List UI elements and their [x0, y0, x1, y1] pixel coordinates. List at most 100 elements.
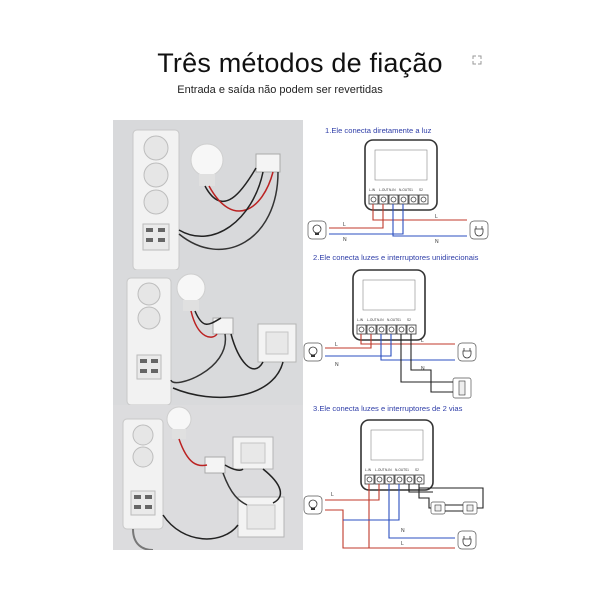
wire-label-l: L	[401, 541, 404, 547]
terminal-block	[404, 474, 415, 485]
wire-neutral-in	[388, 484, 455, 539]
wire-label-n: N	[335, 362, 339, 368]
plug-glyph	[462, 348, 472, 359]
wiring-photo-direct	[113, 120, 303, 270]
page-title: Três métodos de fiação	[157, 48, 443, 78]
terminal-label: S2	[419, 188, 423, 192]
terminal-screw	[390, 196, 397, 203]
plug-icon	[457, 530, 477, 550]
plug-glyph	[462, 536, 472, 547]
wiring-photo-direct-illustration	[113, 120, 303, 270]
terminal-screw	[400, 196, 407, 203]
wiring-photo-two-way	[113, 405, 303, 550]
wire-traveler	[445, 504, 463, 512]
step-3-label: 3.Ele conecta luzes e interruptores de 2…	[313, 404, 463, 413]
terminal-screw	[376, 476, 383, 483]
terminal-screw	[410, 196, 417, 203]
wiring-photo-one-way-illustration	[113, 270, 303, 405]
terminal-label: L-OUT	[379, 188, 389, 192]
wiring-photo-one-way	[113, 270, 303, 405]
relay-module-face-3	[370, 429, 424, 461]
wire-neutral-in	[380, 334, 455, 361]
terminal-label: L-OUT	[367, 318, 377, 322]
terminal-block	[396, 324, 407, 335]
wire-line-in	[360, 334, 455, 345]
bulb-base	[311, 355, 315, 357]
terminal-screw	[408, 326, 415, 333]
plug-icon	[469, 220, 489, 240]
terminal-block	[378, 194, 389, 205]
bulb-icon	[307, 220, 327, 240]
terminal-screw	[368, 326, 375, 333]
wire-label-n: N	[343, 237, 347, 243]
terminal-screw	[406, 476, 413, 483]
plug-glyph	[474, 226, 484, 237]
wire-line-in	[325, 509, 455, 549]
relay-module-face-2	[362, 279, 416, 311]
terminal-screw	[388, 326, 395, 333]
terminal-label: L-IN	[357, 318, 364, 322]
terminal-block	[374, 474, 385, 485]
relay-module-face-1	[374, 149, 428, 181]
terminal-block	[366, 324, 377, 335]
wall-switch-rocker	[434, 504, 442, 512]
wiring-photo-two-way-illustration	[113, 405, 303, 550]
terminal-block	[408, 194, 419, 205]
terminal-screw	[366, 476, 373, 483]
wire-line-out	[329, 204, 384, 229]
terminal-label: L-IN	[369, 188, 376, 192]
wall-switch-rocker	[466, 504, 474, 512]
terminal-label: N-OUT	[399, 188, 409, 192]
terminal-block	[406, 324, 417, 335]
wire-line-out	[325, 334, 372, 349]
relay-module-2	[352, 269, 426, 341]
wire-neutral-out	[343, 484, 400, 521]
step-2-label: 2.Ele conecta luzes e interruptores unid…	[313, 253, 479, 262]
terminal-screw	[378, 326, 385, 333]
wire-label-n: N	[435, 239, 439, 245]
wire-s1	[408, 484, 433, 493]
wire-label-l: L	[435, 214, 438, 220]
wire-label-n: N	[421, 366, 425, 372]
step-1-label: 1.Ele conecta diretamente a luz	[325, 126, 432, 135]
wire-label-l: L	[335, 342, 338, 348]
terminal-label: L-OUT	[375, 468, 385, 472]
terminal-label: N-IN	[377, 318, 384, 322]
bulb-icon	[303, 342, 323, 362]
terminal-screw	[396, 476, 403, 483]
bulb-base	[311, 508, 315, 510]
wire-s2	[410, 334, 453, 393]
terminal-block	[368, 194, 379, 205]
expand-icon[interactable]	[472, 55, 482, 65]
wire-line-in	[372, 204, 467, 221]
wire-s2	[418, 484, 431, 509]
relay-module-1	[364, 139, 438, 211]
terminal-screw	[380, 196, 387, 203]
terminal-label: N-OUT	[387, 318, 397, 322]
wall-switch-rocker	[458, 380, 466, 396]
terminal-label: N-IN	[385, 468, 392, 472]
terminal-screw	[416, 476, 423, 483]
terminal-label: S1	[405, 468, 409, 472]
terminal-screw	[398, 326, 405, 333]
terminal-block	[414, 474, 425, 485]
relay-module-3	[360, 419, 434, 491]
wire-neutral-out	[325, 334, 392, 357]
terminal-label: S2	[407, 318, 411, 322]
wiring-diagrams: 1.Ele conecta diretamente a luz 2.Ele co…	[303, 120, 493, 560]
terminal-screw	[420, 196, 427, 203]
wire-label-l: L	[343, 222, 346, 228]
wire-s1	[400, 334, 453, 383]
terminal-block	[398, 194, 409, 205]
terminal-label: N-IN	[389, 188, 396, 192]
terminal-label: S1	[397, 318, 401, 322]
bulb-icon	[303, 495, 323, 515]
terminal-block	[356, 324, 367, 335]
terminal-block	[394, 474, 405, 485]
wire-label-l: L	[421, 338, 424, 344]
wire-label-n: N	[401, 528, 405, 534]
terminal-screw	[358, 326, 365, 333]
wire-label-l: L	[331, 492, 334, 498]
bulb-base	[315, 233, 319, 235]
